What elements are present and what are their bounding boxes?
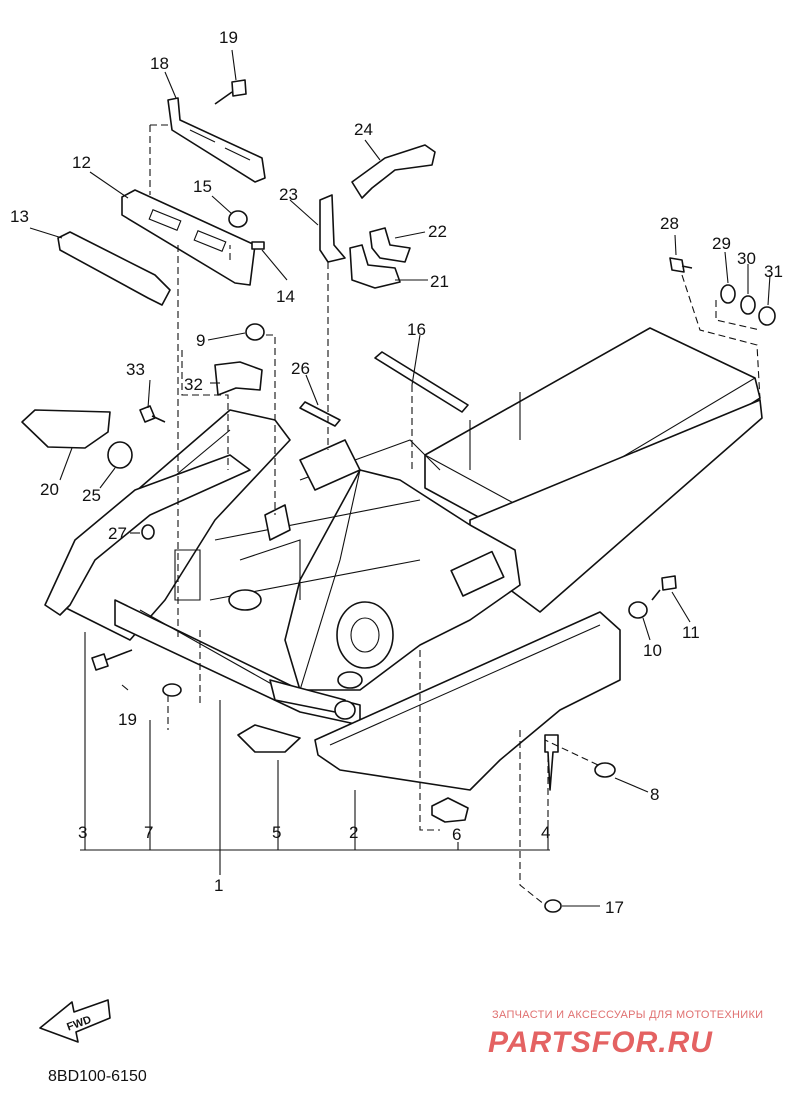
bracket-21: [349, 244, 401, 289]
plug-8: [594, 762, 616, 778]
part-label: 17: [605, 898, 624, 917]
part-label: 18: [150, 54, 169, 73]
cover-24: [351, 144, 436, 199]
part-label: 20: [40, 480, 59, 499]
watermark-logo: ЗАПЧАСТИ И АКСЕССУАРЫ ДЛЯ МОТОТЕХНИКИ PA…: [488, 1009, 763, 1059]
part-label: 1: [214, 876, 223, 895]
part-label: 25: [82, 486, 101, 505]
part-label: 27: [108, 524, 127, 543]
part-label: 10: [643, 641, 662, 660]
part-label: 19: [118, 710, 137, 729]
label-14: [251, 241, 265, 250]
part-label: 8: [650, 785, 659, 804]
part-label: 31: [764, 262, 783, 281]
plate-12: [121, 189, 256, 286]
diagram-code: 8BD100-6150: [48, 1068, 147, 1085]
part-label: 3: [78, 823, 87, 842]
part-label: 24: [354, 120, 373, 139]
washer-10: [628, 601, 648, 619]
part-label: 21: [430, 272, 449, 291]
part-label: 15: [193, 177, 212, 196]
part-label: 12: [72, 153, 91, 172]
part-label: 6: [452, 825, 461, 844]
bolt-28: [669, 257, 693, 273]
part-label: 19: [219, 28, 238, 47]
part-labels: 1 2 3 4 5 6 7 8 9 10 11 12 13 14 15 16 1…: [10, 28, 783, 917]
part-label: 22: [428, 222, 447, 241]
bolt-4: [544, 734, 559, 791]
main-frame: [49, 327, 763, 726]
washer-30: [740, 295, 756, 315]
bracket-23: [319, 194, 346, 263]
bracket-18: [167, 97, 266, 183]
bracket-22: [369, 227, 411, 263]
bolt-33: [139, 405, 166, 423]
strip-26: [299, 401, 341, 427]
watermark-logo-text: PARTSFOR.RU: [488, 1026, 713, 1059]
part-label: 4: [541, 823, 550, 842]
part-label: 26: [291, 359, 310, 378]
clamp-6: [431, 797, 469, 823]
part-label: 9: [196, 331, 205, 350]
part-label: 11: [682, 623, 700, 642]
bolt-11: [651, 575, 677, 601]
bolt-19-top: [214, 79, 247, 105]
leader-lines: [29, 49, 771, 907]
front-guard: [44, 454, 251, 616]
clip-5: [237, 724, 301, 753]
fwd-arrow-icon: FWD: [39, 999, 111, 1043]
part-label: 23: [279, 185, 298, 204]
part-label: 33: [126, 360, 145, 379]
grab-rail-13: [57, 231, 171, 306]
part-label: 16: [407, 320, 426, 339]
grommet-15: [228, 210, 248, 228]
bracket-32: [214, 361, 263, 396]
part-label: 5: [272, 823, 281, 842]
pad-20: [21, 409, 111, 449]
cap-17: [544, 899, 562, 913]
part-label: 29: [712, 234, 731, 253]
part-label: 28: [660, 214, 679, 233]
bolt-19-bottom: [91, 649, 133, 671]
part-label: 13: [10, 207, 29, 226]
washer-29: [720, 284, 736, 304]
part-label: 7: [144, 823, 153, 842]
bushing-25: [107, 441, 133, 469]
part-label: 32: [184, 375, 203, 394]
part-label: 14: [276, 287, 295, 306]
cap-7: [162, 683, 182, 697]
strip-16: [374, 351, 469, 413]
part-label: 30: [737, 249, 756, 268]
grommet-27: [141, 524, 155, 540]
grommet-9: [245, 323, 265, 341]
side-panel: [314, 611, 621, 791]
assembly-guides: [149, 124, 761, 906]
part-label: 2: [349, 823, 358, 842]
watermark-tagline: ЗАПЧАСТИ И АКСЕССУАРЫ ДЛЯ МОТОТЕХНИКИ: [492, 1009, 763, 1021]
nut-31: [758, 306, 776, 326]
